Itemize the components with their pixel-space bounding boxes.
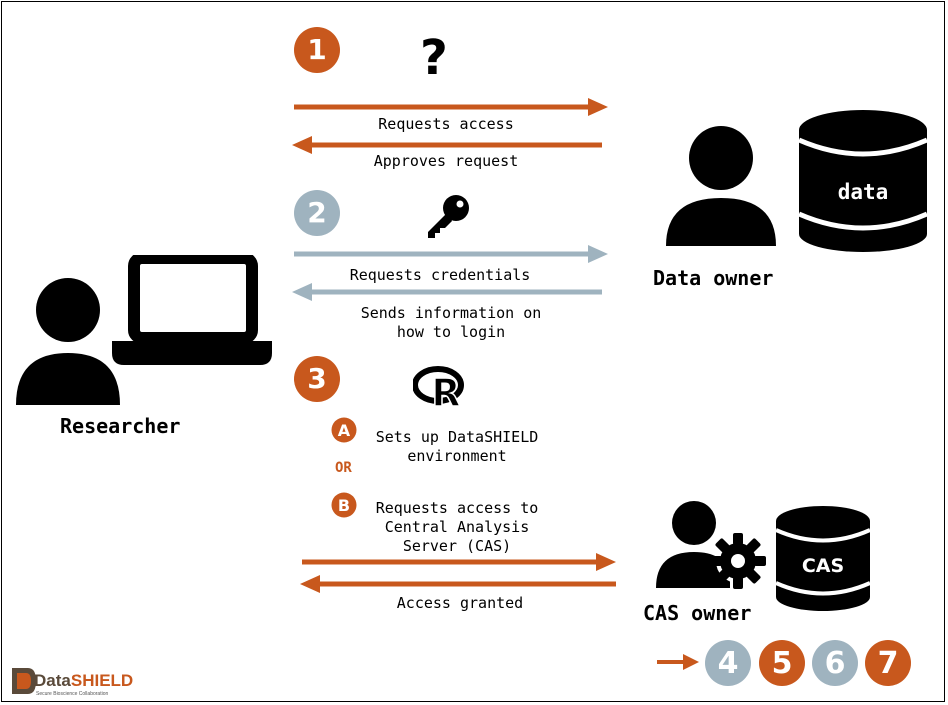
data-database-label: data	[837, 180, 889, 204]
step-2-badge: 2	[294, 190, 340, 236]
shield-icon	[12, 668, 36, 694]
gear-icon	[710, 533, 766, 589]
data-owner-label: Data owner	[653, 266, 774, 290]
option-b-line3: Server (CAS)	[402, 537, 512, 555]
requests-credentials-label: Requests credentials	[349, 266, 531, 284]
step-7-badge: 7	[865, 640, 911, 686]
r-logo-icon: R	[413, 366, 464, 409]
data-database-icon	[797, 110, 929, 252]
step-7-number: 7	[878, 646, 899, 681]
cas-arrows	[300, 553, 616, 593]
step-2-arrows	[292, 245, 608, 301]
researcher-label: Researcher	[60, 414, 181, 438]
logo-tagline: Secure Bioscience Collaboration	[36, 691, 109, 697]
sends-information-label-line2: how to login	[396, 323, 506, 341]
step-1-badge: 1	[294, 27, 340, 73]
request-access-label: Requests access	[378, 115, 514, 133]
option-a-letter: A	[338, 421, 351, 440]
logo-suffix: SHIELD	[70, 671, 134, 690]
question-mark-icon: ?	[420, 30, 448, 86]
data-owner-icon	[666, 126, 776, 246]
approves-request-label: Approves request	[373, 152, 519, 170]
step-1-number: 1	[307, 33, 326, 66]
cas-database-icon	[775, 506, 871, 611]
next-steps-arrow	[657, 654, 699, 670]
step-6-badge: 6	[812, 640, 858, 686]
option-b-letter: B	[338, 496, 350, 515]
step-1-arrows	[292, 98, 608, 154]
step-6-number: 6	[825, 646, 846, 681]
step-4-badge: 4	[705, 640, 751, 686]
logo-prefix: Data	[34, 671, 71, 690]
access-granted-label: Access granted	[396, 594, 524, 612]
step-5-badge: 5	[759, 640, 805, 686]
option-b-line1: Requests access to	[375, 499, 539, 517]
cas-database-label: CAS	[801, 555, 845, 577]
option-a-badge: A	[331, 417, 357, 443]
key-icon	[428, 195, 469, 238]
option-b-line2: Central Analysis	[384, 518, 530, 536]
svg-text:R: R	[431, 371, 460, 409]
option-a-line2: environment	[407, 447, 507, 465]
cas-owner-icon	[656, 501, 766, 589]
step-2-number: 2	[307, 196, 326, 229]
sends-information-label-line1: Sends information on	[360, 304, 542, 322]
cas-owner-label: CAS owner	[643, 601, 752, 625]
researcher-icon	[16, 255, 272, 405]
step-3-number: 3	[307, 362, 326, 395]
option-b-badge: B	[331, 492, 357, 518]
step-3-badge: 3	[294, 356, 340, 402]
step-5-number: 5	[772, 646, 793, 681]
datashield-logo: DataSHIELD Secure Bioscience Collaborati…	[10, 664, 133, 700]
step-4-number: 4	[718, 646, 739, 681]
option-a-line1: Sets up DataSHIELD	[375, 428, 539, 446]
or-label: OR	[335, 460, 352, 476]
